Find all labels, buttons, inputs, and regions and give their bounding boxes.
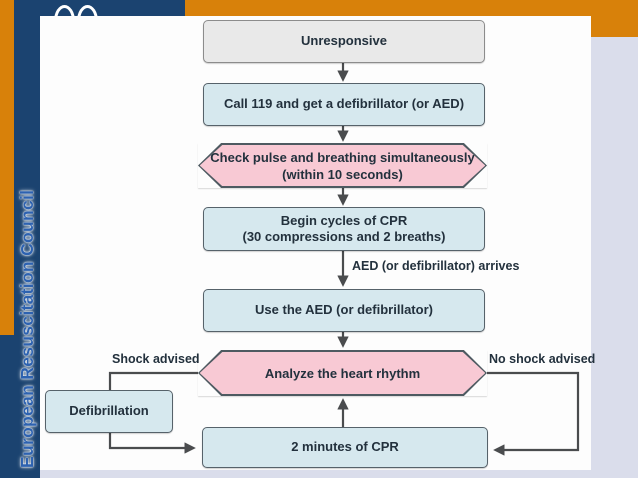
node-begin-cpr: Begin cycles of CPR (30 compressions and…	[203, 207, 485, 251]
top-navy-bar	[40, 0, 185, 16]
right-orange-block	[591, 0, 638, 37]
edge-label-no-shock-advised: No shock advised	[489, 352, 596, 366]
node-two-min-cpr: 2 minutes of CPR	[202, 427, 488, 468]
node-label: Defibrillation	[69, 403, 149, 419]
node-check-pulse: Check pulse and breathing simultaneously…	[198, 143, 487, 188]
left-navy-bar	[14, 0, 40, 478]
logo-arc-icon	[54, 5, 75, 16]
hexagon-fill: Check pulse and breathing simultaneously…	[199, 144, 486, 187]
top-orange-bar	[185, 0, 638, 16]
node-label: Call 119 and get a defibrillator (or AED…	[223, 96, 465, 112]
bottom-strip	[40, 470, 638, 478]
node-label: 2 minutes of CPR	[291, 439, 399, 455]
node-label: Use the AED (or defibrillator)	[255, 302, 433, 318]
node-defibrillation: Defibrillation	[45, 390, 173, 433]
node-call-119: Call 119 and get a defibrillator (or AED…	[203, 83, 485, 126]
right-side-panel	[591, 37, 638, 478]
node-label-line2: (30 compressions and 2 breaths)	[242, 229, 446, 244]
node-unresponsive: Unresponsive	[203, 20, 485, 63]
node-analyze-rhythm: Analyze the heart rhythm	[198, 350, 487, 396]
node-label-line2: (within 10 seconds)	[282, 166, 403, 182]
logo-arc-icon	[77, 5, 98, 16]
hexagon-fill: Analyze the heart rhythm	[199, 351, 486, 395]
left-navy-bar-lower	[0, 335, 14, 478]
edge-label-aed-arrives: AED (or defibrillator) arrives	[352, 259, 520, 273]
edge-label-shock-advised: Shock advised	[112, 352, 200, 366]
node-use-aed: Use the AED (or defibrillator)	[203, 289, 485, 332]
node-label-line1: Begin cycles of CPR	[280, 212, 408, 228]
node-label: Unresponsive	[301, 33, 387, 49]
node-label: Analyze the heart rhythm	[264, 365, 421, 381]
brand-vertical-text: European Resuscitation Council	[17, 189, 37, 468]
erc-logo-partial	[53, 0, 99, 16]
node-label-line1: Check pulse and breathing simultaneously	[210, 149, 475, 165]
left-orange-bar	[0, 0, 14, 335]
